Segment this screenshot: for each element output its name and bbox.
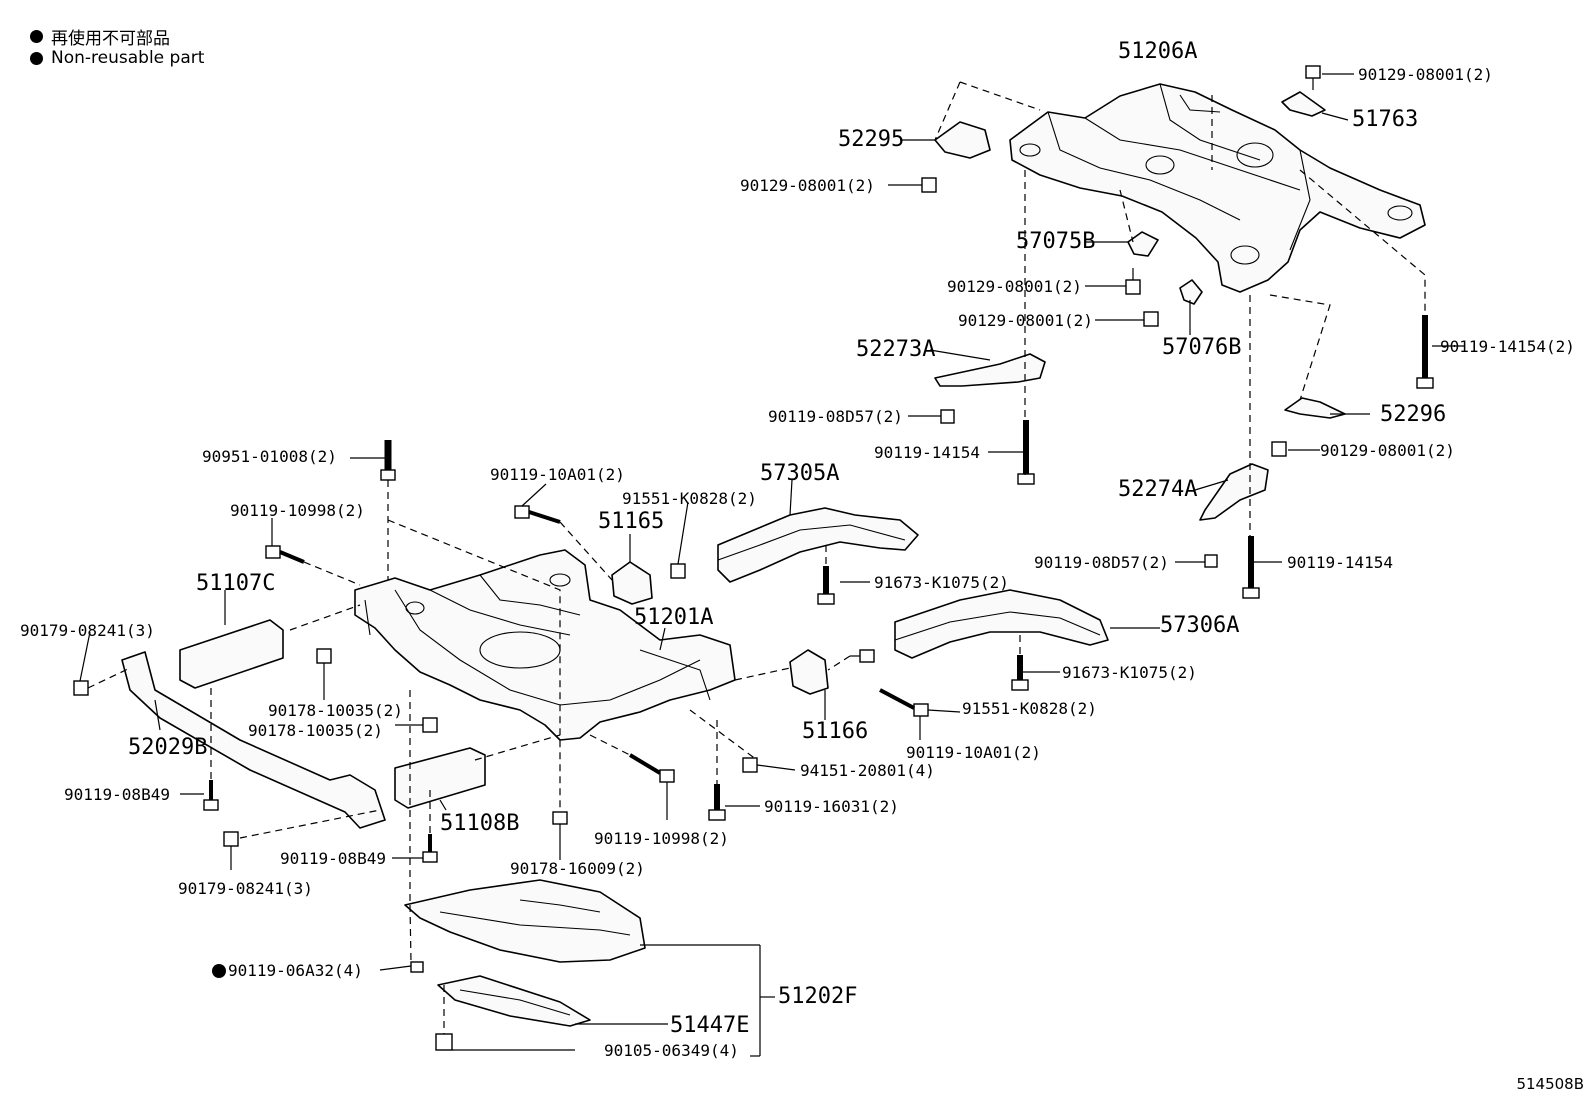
part-label-90119-14154-a[interactable]: 90119-14154 <box>874 443 980 462</box>
cover-51447E <box>437 975 591 1027</box>
part-label-51763[interactable]: 51763 <box>1352 107 1419 132</box>
part-label-90129-08001-a[interactable]: 90129-08001(2) <box>740 176 875 195</box>
rail-57306A <box>894 589 1109 659</box>
part-label-90119-06A32[interactable]: 90119-06A32(4) <box>212 962 363 980</box>
part-label-90119-10998-b[interactable]: 90119-10998(2) <box>594 829 729 848</box>
part-label-90119-08D57-b[interactable]: 90119-08D57(2) <box>1034 553 1169 572</box>
bracket-52295 <box>934 121 991 159</box>
part-label-51107C[interactable]: 51107C <box>196 571 276 596</box>
part-label-90178-16009[interactable]: 90178-16009(2) <box>510 859 645 878</box>
rear-dashes <box>934 81 1426 536</box>
part-label-51206A[interactable]: 51206A <box>1118 39 1198 64</box>
crashbox-51107C <box>179 619 284 689</box>
rear-bolts <box>921 65 1434 599</box>
part-label-90178-10035-b[interactable]: 90178-10035(2) <box>248 721 383 740</box>
part-label-90119-16031[interactable]: 90119-16031(2) <box>764 797 899 816</box>
part-label-94151-20801[interactable]: 94151-20801(4) <box>800 761 935 780</box>
legend-japanese: 再使用不可部品 <box>30 24 170 49</box>
leader-lines <box>79 73 1465 1057</box>
part-label-91551-K0828-a[interactable]: 91551-K0828(2) <box>622 489 757 508</box>
rear-subframe-51206A <box>1009 83 1426 293</box>
bracket-51165 <box>611 561 653 605</box>
part-label-51447E[interactable]: 51447E <box>670 1013 750 1038</box>
part-label-57075B[interactable]: 57075B <box>1016 229 1096 254</box>
part-label-90119-08B49-b[interactable]: 90119-08B49 <box>280 849 386 868</box>
part-label-51108B[interactable]: 51108B <box>440 811 520 836</box>
part-label-51166[interactable]: 51166 <box>802 719 869 744</box>
part-label-52029B[interactable]: 52029B <box>128 735 208 760</box>
part-label-90179-08241-b[interactable]: 90179-08241(3) <box>178 879 313 898</box>
part-label-91673-K1075-b[interactable]: 91673-K1075(2) <box>1062 663 1197 682</box>
legend-japanese-text: 再使用不可部品 <box>51 29 170 49</box>
part-label-90951-01008[interactable]: 90951-01008(2) <box>202 447 337 466</box>
part-label-90129-08001-d[interactable]: 90129-08001(2) <box>1320 441 1455 460</box>
part-label-90119-14154-b[interactable]: 90119-14154 <box>1287 553 1393 572</box>
bracket-52296 <box>1284 397 1346 419</box>
part-label-57076B[interactable]: 57076B <box>1162 335 1242 360</box>
part-label-90105-06349[interactable]: 90105-06349(4) <box>604 1041 739 1060</box>
part-label-52274A[interactable]: 52274A <box>1118 477 1198 502</box>
part-label-90119-10A01-b[interactable]: 90119-10A01(2) <box>906 743 1041 762</box>
part-label-52273A[interactable]: 52273A <box>856 337 936 362</box>
part-label-57306A[interactable]: 57306A <box>1160 613 1240 638</box>
part-label-90119-14154-r[interactable]: 90119-14154(2) <box>1440 337 1575 356</box>
part-label-90129-08001-c[interactable]: 90129-08001(2) <box>958 311 1093 330</box>
part-number-text: 90119-06A32(4) <box>228 961 363 980</box>
part-label-90119-10A01-a[interactable]: 90119-10A01(2) <box>490 465 625 484</box>
non-reusable-dot-icon <box>212 964 226 978</box>
legend-english-text: Non-reusable part <box>51 48 205 68</box>
reinforcement-52029B <box>121 651 386 829</box>
part-label-90129-08001-b[interactable]: 90129-08001(2) <box>947 277 1082 296</box>
part-label-90179-08241-a[interactable]: 90179-08241(3) <box>20 621 155 640</box>
part-label-51202F[interactable]: 51202F <box>778 984 858 1009</box>
arm-52273A <box>934 353 1046 387</box>
front-bolts <box>73 440 1029 1051</box>
non-reusable-dot-icon <box>30 30 43 43</box>
legend-english: Non-reusable part <box>30 48 204 68</box>
cover-51202F <box>404 879 646 963</box>
part-label-51165[interactable]: 51165 <box>598 509 665 534</box>
part-label-90119-08D57-a[interactable]: 90119-08D57(2) <box>768 407 903 426</box>
bracket-57076B <box>1179 279 1203 305</box>
part-label-52295[interactable]: 52295 <box>838 127 905 152</box>
bracket-51166 <box>789 649 829 695</box>
part-label-90178-10035-a[interactable]: 90178-10035(2) <box>268 701 403 720</box>
figure-id: 514508B <box>1516 1075 1584 1093</box>
part-label-52296[interactable]: 52296 <box>1380 402 1447 427</box>
part-label-90119-08B49-a[interactable]: 90119-08B49 <box>64 785 170 804</box>
part-label-90119-10998-a[interactable]: 90119-10998(2) <box>230 501 365 520</box>
bracket-51763 <box>1281 91 1326 117</box>
part-label-51201A[interactable]: 51201A <box>634 605 714 630</box>
part-label-91551-K0828-b[interactable]: 91551-K0828(2) <box>962 699 1097 718</box>
rail-57305A <box>717 507 919 583</box>
part-label-57305A[interactable]: 57305A <box>760 461 840 486</box>
crashbox-51108B <box>394 747 486 809</box>
non-reusable-dot-icon <box>30 51 43 65</box>
front-dashes <box>87 480 1021 1034</box>
arm-52274A <box>1199 463 1269 521</box>
bracket-57075B <box>1127 231 1159 257</box>
part-label-90129-08001-top[interactable]: 90129-08001(2) <box>1358 65 1493 84</box>
part-label-91673-K1075-a[interactable]: 91673-K1075(2) <box>874 573 1009 592</box>
